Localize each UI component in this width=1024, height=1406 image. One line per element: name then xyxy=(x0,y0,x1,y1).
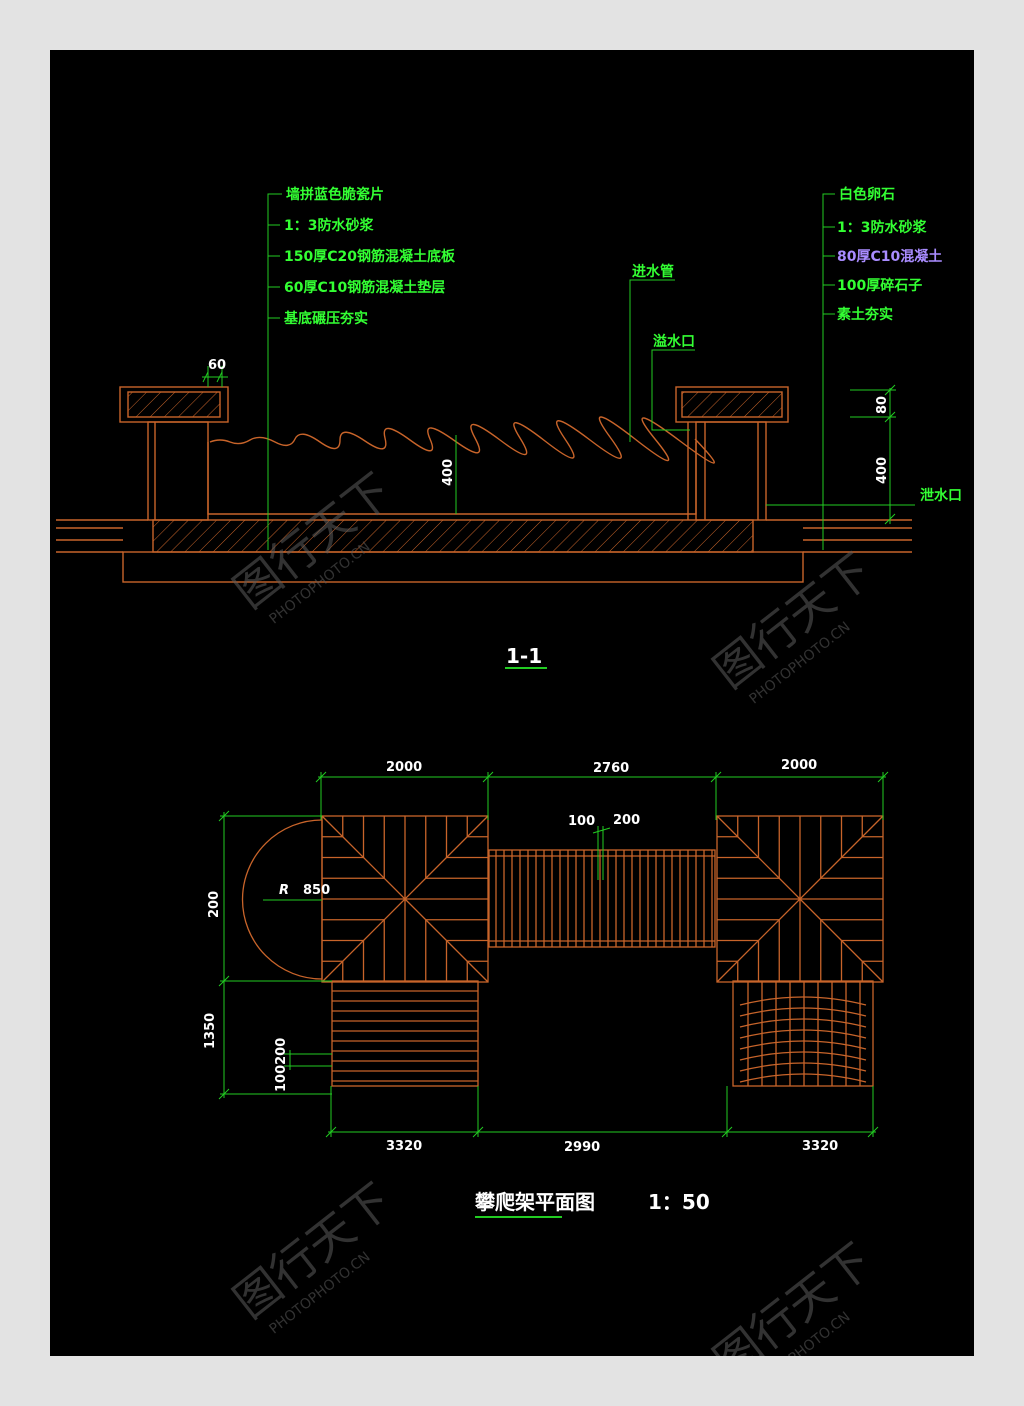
cad-drawing: 墙拼蓝色脆瓷片 1：3防水砂浆 150厚C20钢筋混凝土底板 60厚C10钢筋混… xyxy=(56,186,962,1356)
dim-left-1350: 1350 xyxy=(203,1013,218,1049)
callout-gravel: 100厚碎石子 xyxy=(837,277,922,294)
inlet-pipe-label: 进水管 xyxy=(632,263,674,280)
dim-80: 80 xyxy=(875,396,890,414)
callout-soil: 素土夯实 xyxy=(837,306,893,323)
callout-base: 基底碾压夯实 xyxy=(284,310,368,327)
plan-dimensions xyxy=(218,771,889,1138)
dim-top-middle: 2760 xyxy=(593,761,629,776)
drain-label: 泄水口 xyxy=(920,487,962,504)
dim-slat-100: 100 xyxy=(568,814,595,829)
pergola-slats xyxy=(488,849,716,948)
right-arched-bench xyxy=(732,980,874,1087)
callout-slab: 150厚C20钢筋混凝土底板 xyxy=(284,248,456,265)
dim-400-right: 400 xyxy=(875,457,890,484)
radius-prefix: R xyxy=(279,883,289,898)
callout-mortar: 1：3防水砂浆 xyxy=(284,217,374,234)
plan-view xyxy=(241,815,884,1087)
section-title: 1-1 xyxy=(506,644,542,668)
pool-floor-slab xyxy=(152,519,754,553)
left-steps xyxy=(331,980,479,1087)
right-wall xyxy=(675,386,789,521)
dim-left-200: 200 xyxy=(207,891,222,918)
section-1-1 xyxy=(56,386,912,583)
callout-tile: 墙拼蓝色脆瓷片 xyxy=(286,186,384,203)
section-leaders xyxy=(202,193,915,550)
dim-pool-depth: 400 xyxy=(441,459,456,486)
section-right-callouts: 白色卵石 1：3防水砂浆 80厚C10混凝土 100厚碎石子 素土夯实 土 xyxy=(837,186,942,323)
svg-text:图行天下: 图行天下 xyxy=(704,1233,882,1356)
overflow-label: 溢水口 xyxy=(653,333,695,350)
dim-top-right: 2000 xyxy=(781,758,817,773)
dim-top-left: 2000 xyxy=(386,760,422,775)
radius-value: 850 xyxy=(303,883,330,898)
plan-scale: 1：50 xyxy=(648,1190,710,1214)
dim-60: 60 xyxy=(208,358,226,373)
dim-bottom-left: 3320 xyxy=(386,1139,422,1154)
plan-title: 攀爬架平面图 xyxy=(474,1190,595,1214)
dim-left-100200: 100200 xyxy=(274,1038,289,1092)
watermark-3: 图行天下 PHOTOPHOTO.CN xyxy=(224,1173,402,1338)
callout-pebbles: 白色卵石 xyxy=(839,186,895,203)
water-surface xyxy=(209,416,715,464)
callout-cushion: 60厚C10钢筋混凝土垫层 xyxy=(284,279,445,296)
callout-mortar-right: 1：3防水砂浆 xyxy=(837,219,927,236)
left-wall xyxy=(119,386,229,521)
watermark-2: 图行天下 PHOTOPHOTO.CN xyxy=(704,543,882,708)
dim-bottom-middle: 2990 xyxy=(564,1140,600,1155)
left-pavilion-roof xyxy=(321,815,489,983)
section-left-callouts: 墙拼蓝色脆瓷片 1：3防水砂浆 150厚C20钢筋混凝土底板 60厚C10钢筋混… xyxy=(284,186,456,327)
semicircle-seat xyxy=(241,819,323,980)
callout-concrete: 80厚C10混凝土 xyxy=(837,248,942,265)
drawing-sheet: 墙拼蓝色脆瓷片 1：3防水砂浆 150厚C20钢筋混凝土底板 60厚C10钢筋混… xyxy=(50,50,974,1356)
dim-slat-200: 200 xyxy=(613,813,640,828)
dim-bottom-right: 3320 xyxy=(802,1139,838,1154)
right-pavilion-roof xyxy=(716,815,884,983)
watermark-4: 图行天下 PHOTOPHOTO.CN xyxy=(704,1233,882,1356)
